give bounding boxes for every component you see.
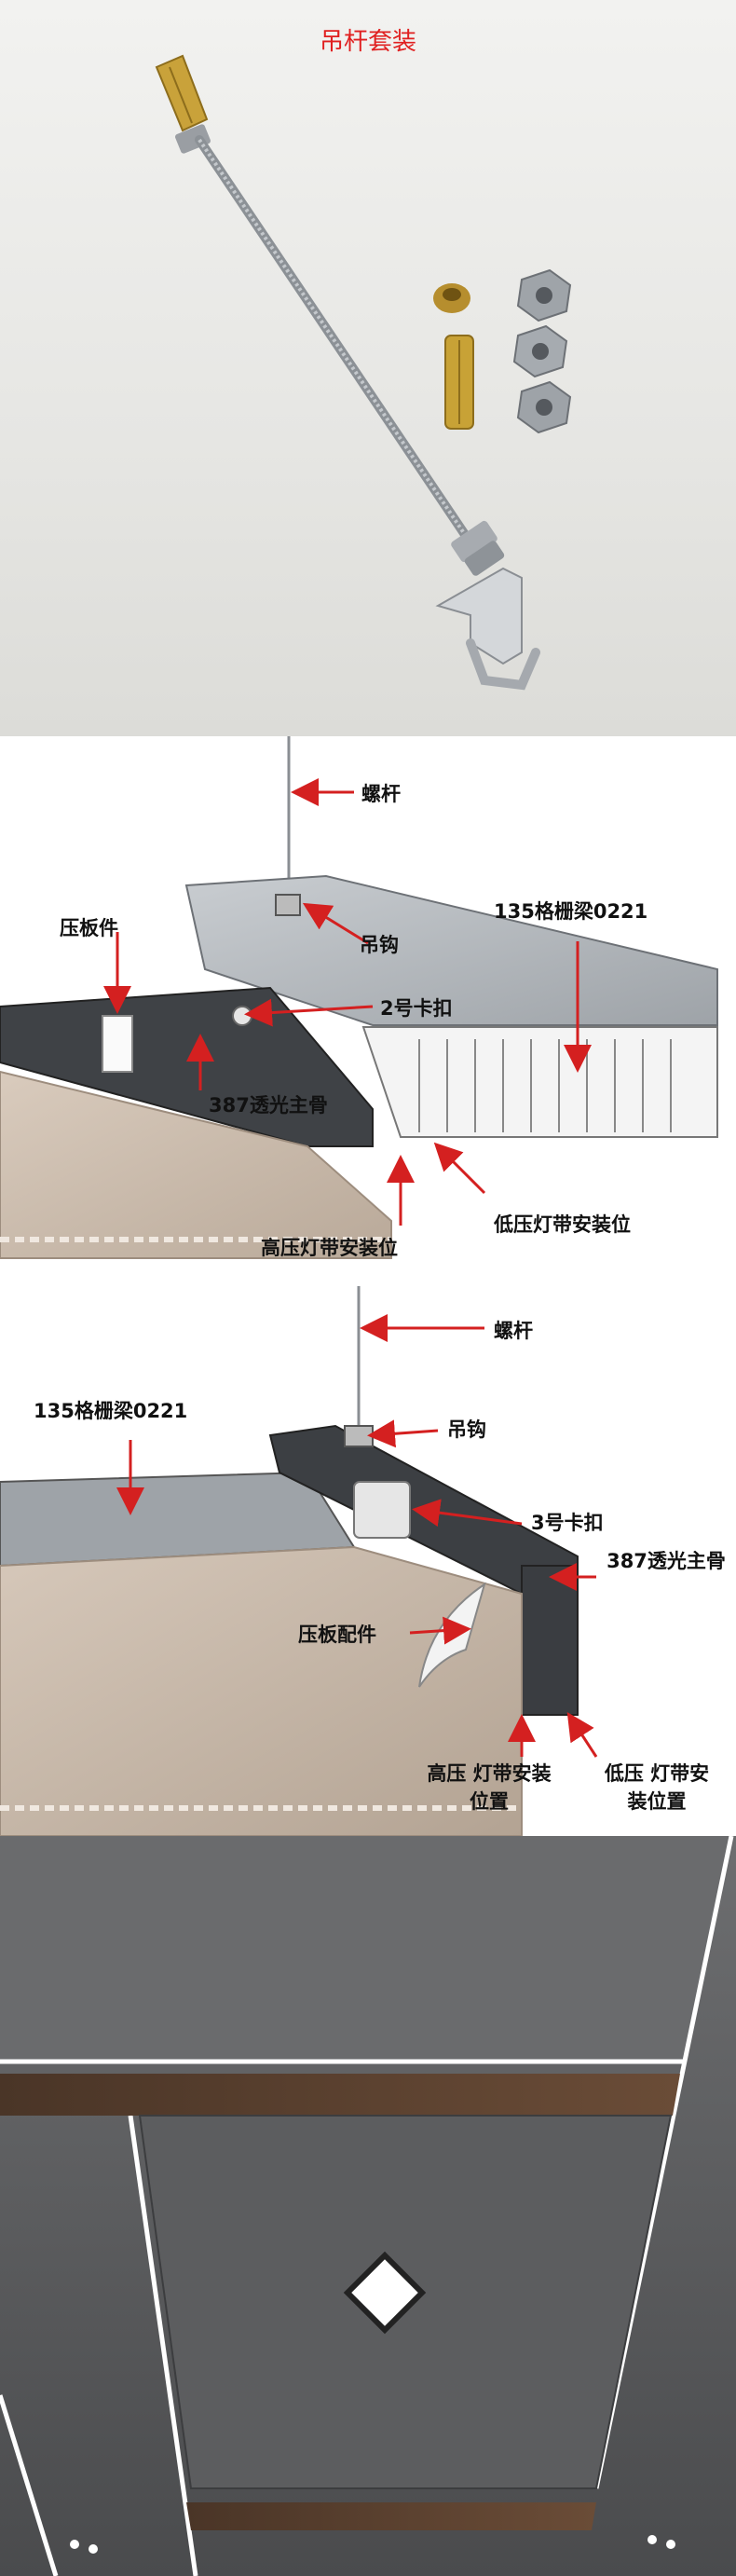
label-clip-2: 2号卡扣 xyxy=(380,997,453,1020)
label-main-keel-2: 387透光主骨 xyxy=(607,1550,726,1572)
bottom-led-dots xyxy=(70,2535,675,2554)
label-high-voltage-2: 高压 灯带安装位置 xyxy=(427,1762,552,1813)
label-screw-rod: 螺杆 xyxy=(361,783,401,805)
clip-3 xyxy=(353,1481,411,1539)
label-clip-3: 3号卡扣 xyxy=(531,1512,604,1534)
hook-part xyxy=(275,894,301,916)
hook-part-2 xyxy=(344,1425,374,1447)
keel-assembly-panel-2: 螺杆 135格栅梁0221 吊钩 3号卡扣 387透光主骨 压板配件 高压 灯带… xyxy=(0,1286,736,1836)
main-keel-387 xyxy=(0,986,374,1147)
expansion-anchor xyxy=(155,54,211,154)
keel-assembly-drawing-2 xyxy=(0,1286,598,1836)
label-grid-beam-2: 135格栅梁0221 xyxy=(34,1400,188,1422)
label-low-voltage-2: 低压 灯带安装位置 xyxy=(604,1762,710,1813)
wood-band-bottom xyxy=(186,2502,596,2530)
clip-2 xyxy=(232,1006,252,1026)
installed-ceiling-illustration xyxy=(0,1836,736,2576)
brass-nut xyxy=(433,283,470,313)
label-pressure-plate: 压板件 xyxy=(60,917,118,939)
label-main-keel: 387透光主骨 xyxy=(209,1094,328,1117)
brass-sleeve xyxy=(444,335,474,430)
rod-kit-title: 吊杆套装 xyxy=(319,28,416,56)
label-grid-beam: 135格栅梁0221 xyxy=(494,900,648,923)
callout-arrows-2 xyxy=(116,1314,598,1758)
label-high-voltage: 高压灯带安装位 xyxy=(261,1237,398,1259)
wood-band-top xyxy=(0,2074,680,2116)
hex-nut-1 xyxy=(516,268,572,322)
label-hook: 吊钩 xyxy=(360,934,399,956)
hex-nut-3 xyxy=(516,380,572,434)
pressure-plate-part xyxy=(102,1015,133,1073)
label-hook-2: 吊钩 xyxy=(447,1418,486,1441)
installed-ceiling-photo-panel xyxy=(0,1836,736,2576)
threaded-rod-thread xyxy=(198,138,477,552)
label-low-voltage: 低压灯带安装位 xyxy=(494,1213,631,1236)
callout-arrows xyxy=(103,778,592,1226)
rod-kit-illustration xyxy=(155,54,572,691)
square-downlight xyxy=(343,2251,427,2335)
keel-assembly-panel-1: 螺杆 压板件 吊钩 135格栅梁0221 2号卡扣 387透光主骨 高压灯带安装… xyxy=(0,736,736,1286)
label-pressure-fitting: 压板配件 xyxy=(298,1624,376,1646)
hex-nut-2 xyxy=(512,324,568,378)
rod-kit-photo-panel: 吊杆套装 xyxy=(0,0,736,736)
label-screw-rod-2: 螺杆 xyxy=(494,1320,533,1342)
keel-assembly-drawing-1 xyxy=(0,736,718,1259)
rod-hook-bracket xyxy=(435,520,540,691)
